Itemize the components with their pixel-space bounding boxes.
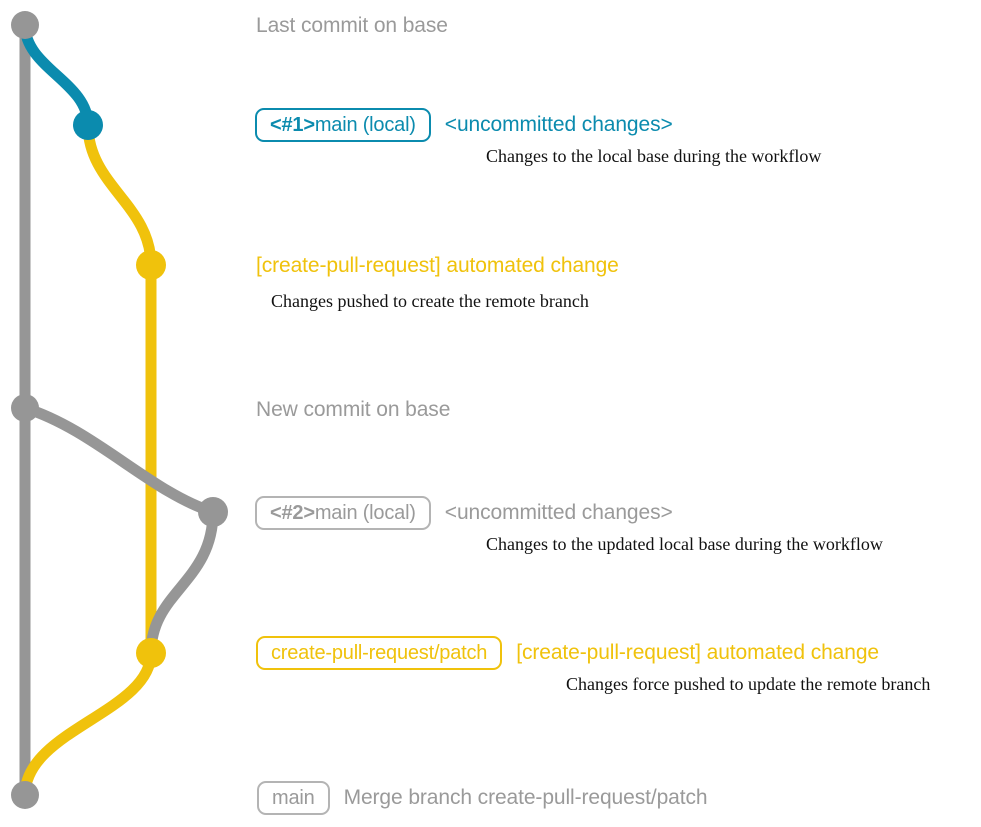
branch-pill-name-1: main (local) (314, 114, 416, 136)
branch-pill-index-2: <#2> (270, 502, 315, 524)
subline-local-commit-1: Changes to the local base during the wor… (486, 146, 822, 166)
edge-basenew-to-local2 (19, 402, 219, 518)
headline-new-commit-on-base: New commit on base (256, 398, 451, 421)
commit-node-local-1[interactable] (73, 110, 103, 140)
branch-pill-name-patch: create-pull-request/patch (271, 642, 488, 664)
branch-pill-main[interactable]: main (257, 781, 330, 815)
edge-patch2-to-merge (19, 647, 157, 801)
branch-pill-main-local-1[interactable]: <#1> main (local) (255, 108, 431, 142)
commit-node-merge[interactable] (11, 781, 39, 809)
commit-node-base-new[interactable] (11, 394, 39, 422)
entry-patch-commit-2: create-pull-request/patch [create-pull-r… (256, 636, 879, 670)
entry-patch-commit-1: [create-pull-request] automated change (256, 254, 619, 278)
entry-merge-commit: main Merge branch create-pull-request/pa… (257, 781, 708, 815)
edge-local1-to-patch1 (82, 119, 157, 271)
commit-node-patch-2[interactable] (136, 638, 166, 668)
branch-pill-index-1: <#1> (270, 114, 315, 136)
commit-node-base-head[interactable] (11, 11, 39, 39)
entry-local-commit-1: <#1> main (local) <uncommitted changes> (255, 108, 673, 142)
entry-local-commit-2: <#2> main (local) <uncommitted changes> (255, 496, 673, 530)
commit-node-local-2[interactable] (198, 497, 228, 527)
headline-uncommitted-changes-2: <uncommitted changes> (444, 501, 673, 524)
headline-uncommitted-changes-1: <uncommitted changes> (444, 113, 673, 136)
branch-pill-create-pull-request-patch[interactable]: create-pull-request/patch (256, 636, 503, 670)
headline-automated-change-2: [create-pull-request] automated change (516, 641, 879, 664)
entry-last-commit-on-base: Last commit on base (256, 14, 448, 38)
commit-node-patch-1[interactable] (136, 250, 166, 280)
subline-patch-commit-2: Changes force pushed to update the remot… (566, 674, 931, 694)
subline-local-commit-2: Changes to the updated local base during… (486, 534, 883, 554)
headline-last-commit-on-base: Last commit on base (256, 14, 448, 37)
headline-merge-branch: Merge branch create-pull-request/patch (343, 786, 708, 809)
edge-local2-to-patch2 (145, 506, 219, 659)
subline-patch-commit-1: Changes pushed to create the remote bran… (271, 291, 589, 311)
headline-automated-change-1: [create-pull-request] automated change (256, 254, 619, 277)
branch-pill-main-local-2[interactable]: <#2> main (local) (255, 496, 431, 530)
branch-pill-name-2: main (local) (314, 502, 416, 524)
branch-pill-name-main: main (272, 787, 315, 809)
entry-new-commit-on-base: New commit on base (256, 398, 450, 422)
